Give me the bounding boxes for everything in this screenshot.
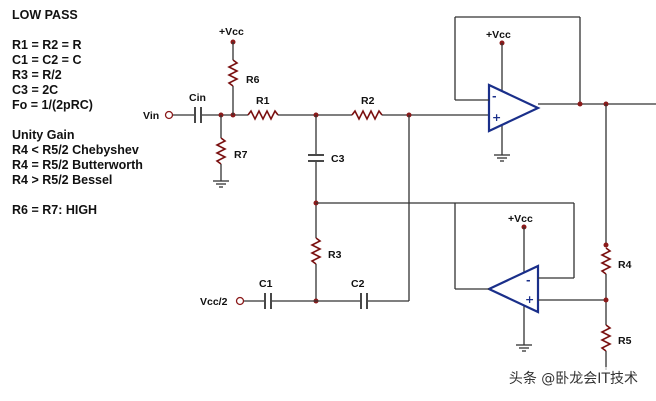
- equation-r1-r2: R1 = R2 = R: [12, 38, 82, 52]
- design-notes: LOW PASS R1 = R2 = R C1 = C2 = C R3 = R/…: [12, 8, 143, 218]
- r1-label: R1: [256, 95, 270, 107]
- r7-ground: R7: [213, 115, 248, 188]
- vin-label: Vin: [143, 110, 159, 122]
- bottom-opamp-triangle: [486, 264, 540, 314]
- c2-label: C2: [351, 278, 365, 290]
- c3-r3-column: C3 R3: [308, 115, 345, 304]
- gain-butterworth: R4 = R5/2 Butterworth: [12, 158, 143, 172]
- c3-label: C3: [331, 153, 345, 165]
- c1-label: C1: [259, 278, 273, 290]
- top-opamp-minus: -: [492, 90, 497, 103]
- vcc-top-amp-label: +Vcc: [486, 29, 511, 41]
- top-amp-ground-icon: [494, 154, 510, 162]
- vcc-bottom-amp-label: +Vcc: [508, 213, 533, 225]
- input-section: Vin Cin: [143, 92, 248, 123]
- bottom-opamp: +Vcc - +: [454, 202, 606, 352]
- r5-label: R5: [618, 335, 632, 347]
- r2-resistor: [351, 109, 383, 121]
- notes-footer: R6 = R7: HIGH: [12, 203, 98, 217]
- top-opamp: +Vcc - +: [454, 16, 656, 162]
- notes-title: LOW PASS: [12, 8, 78, 22]
- r6-resistor: [227, 59, 239, 87]
- r1-section: R1: [247, 95, 352, 121]
- vin-terminal: [164, 110, 174, 120]
- r4-label: R4: [618, 259, 632, 271]
- gain-title: Unity Gain: [12, 128, 75, 142]
- node-divider: [603, 297, 609, 303]
- ground-icon: [213, 180, 229, 188]
- top-opamp-triangle: [487, 83, 541, 133]
- bottom-amp-ground-icon: [516, 344, 532, 352]
- r6-bias: +Vcc R6: [219, 26, 260, 115]
- vcc-half-terminal: [235, 296, 245, 306]
- r6-label: R6: [246, 74, 260, 86]
- watermark: 头条 @卧龙会IT技术: [504, 367, 642, 389]
- top-opamp-plus: +: [492, 111, 501, 124]
- r3-resistor: [310, 237, 322, 265]
- r4-resistor: [600, 247, 612, 275]
- node-output-feedback: [577, 101, 583, 107]
- node-r4-top: [603, 242, 609, 248]
- r2-section: R2: [351, 95, 489, 121]
- vcc-half-label: Vcc/2: [200, 296, 228, 308]
- bottom-opamp-plus: +: [525, 293, 534, 306]
- r5-resistor: [600, 324, 612, 352]
- equation-r3: R3 = R/2: [12, 68, 62, 82]
- r7-resistor: [215, 137, 227, 165]
- r2-label: R2: [361, 95, 375, 107]
- r7-label: R7: [234, 149, 248, 161]
- equation-fo: Fo = 1/(2pRC): [12, 98, 93, 112]
- vcc-bias-label: +Vcc: [219, 26, 244, 38]
- r3-label: R3: [328, 249, 342, 261]
- equation-c1-c2: C1 = C2 = C: [12, 53, 82, 67]
- cin-label: Cin: [189, 92, 206, 104]
- gain-divider: R4 R5: [600, 104, 632, 370]
- equation-c3: C3 = 2C: [12, 83, 59, 97]
- bottom-opamp-minus: -: [526, 274, 531, 287]
- gain-chebyshev: R4 < R5/2 Chebyshev: [12, 143, 139, 157]
- r1-resistor: [247, 109, 279, 121]
- gain-bessel: R4 > R5/2 Bessel: [12, 173, 113, 187]
- bottom-section: Vcc/2 C1 C2: [200, 115, 410, 309]
